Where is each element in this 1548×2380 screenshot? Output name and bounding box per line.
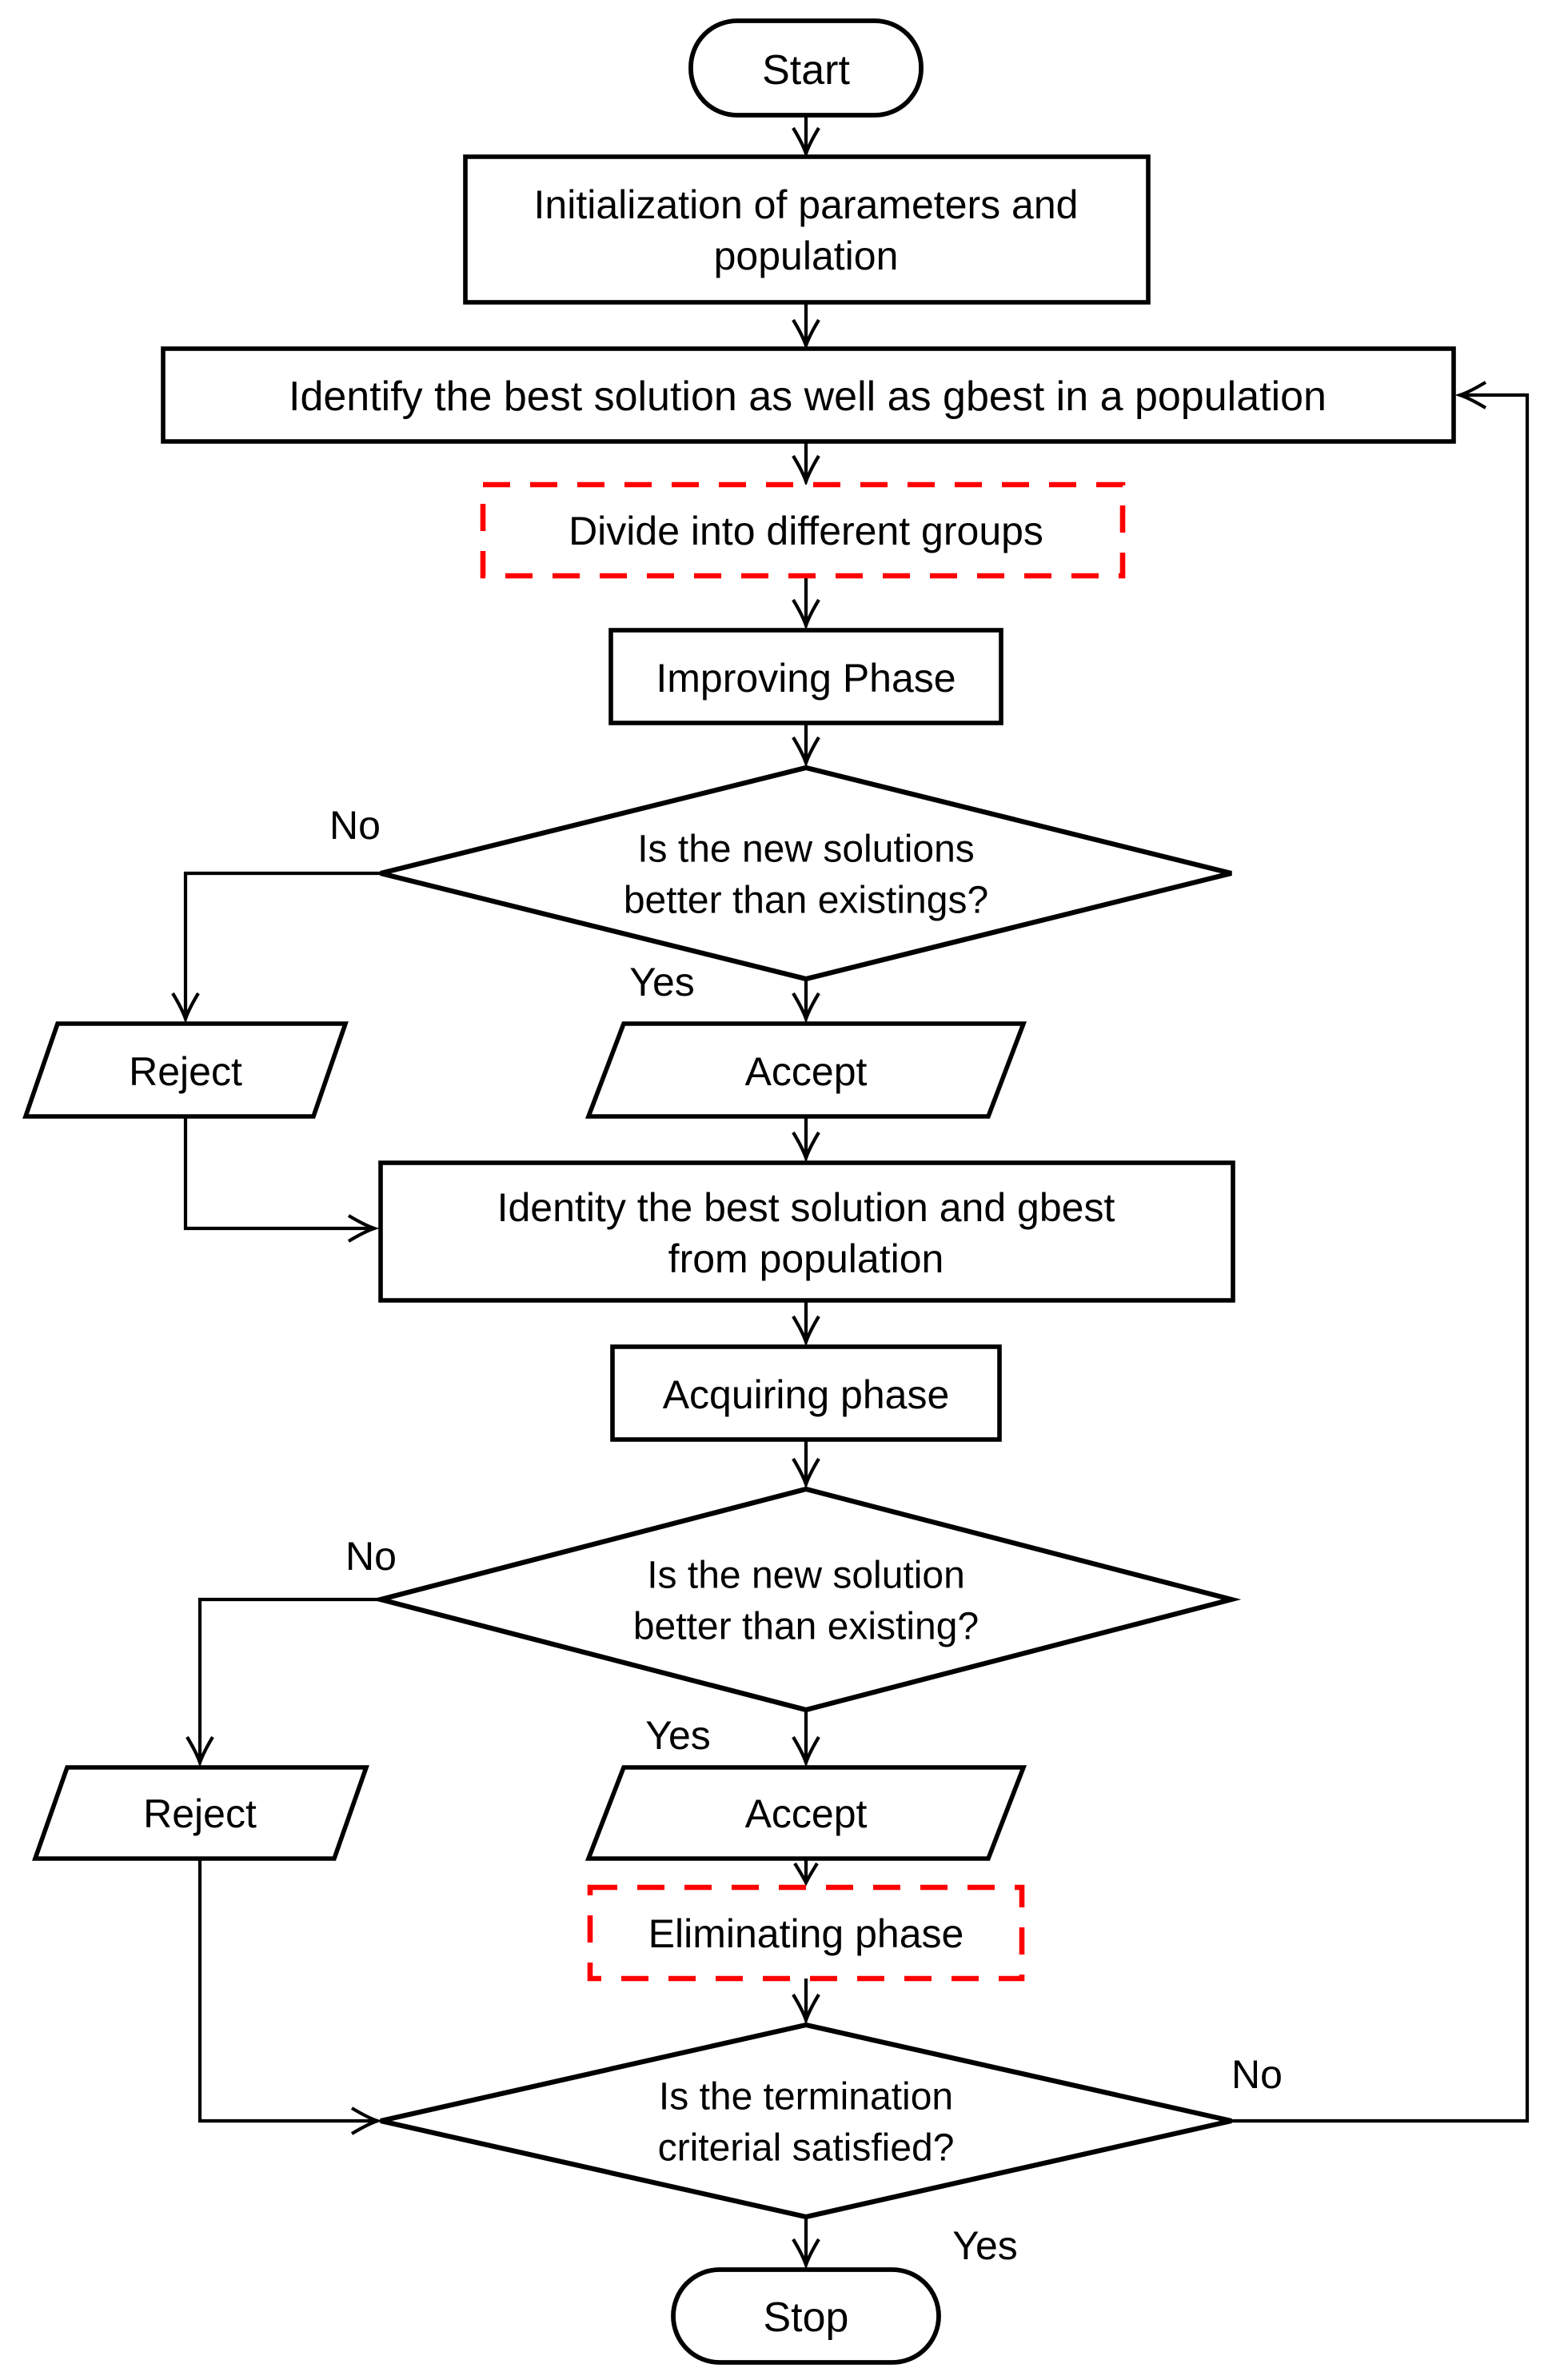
edge-decision2-no-to-reject2 [186,1597,381,1768]
improving-phase-process-shape [608,628,1003,725]
label-improving-no: No [329,803,381,848]
acquiring-phase-label: Acquiring phase [663,1372,950,1417]
initialization-process-shape [463,154,1151,305]
stop-terminator-shape [671,2267,941,2365]
edge-divide-to-improving [792,576,820,631]
reject-acquiring-data-shape [32,1765,369,1861]
identify-best-process-shape [161,346,1456,444]
edge-eliminating-to-decision3 [792,1979,820,2026]
decision-acquiring-diamond-shape [370,1486,1242,1713]
node-reject-improving: Reject [22,1021,349,1119]
accept-acquiring-data-shape [584,1765,1027,1861]
node-accept-acquiring: Accept [584,1765,1027,1861]
accept-acquiring-label: Accept [745,1791,868,1836]
node-acquiring-phase: Acquiring phase [610,1344,1002,1442]
start-terminator-shape [688,18,924,118]
label-termination-no: No [1231,2052,1283,2097]
node-divide-groups: Divide into different groups [480,481,1126,579]
reject-acquiring-label: Reject [143,1791,257,1836]
identity-best-process-shape [378,1160,1235,1303]
node-decision-acquiring: Is the new solution better than existing… [370,1486,1242,1713]
edge-accept2-to-eliminating [793,1859,819,1887]
label-termination-yes: Yes [952,2223,1018,2268]
label-acquiring-no: No [345,1534,397,1579]
edge-decision3-yes-to-stop [792,2217,820,2270]
node-identity-best: Identity the best solution and gbest fro… [378,1160,1235,1303]
edge-start-to-initialization [792,115,820,159]
accept-improving-data-shape [584,1021,1027,1119]
node-eliminating-phase: Eliminating phase [587,1884,1025,1982]
edge-accept1-to-identity [792,1116,820,1164]
acquiring-phase-process-shape [610,1344,1002,1442]
decision-improving-label-line1: Is the new solutions [637,829,975,871]
identify-best-label: Identify the best solution as well as gb… [289,373,1327,420]
divide-groups-highlighted-shape [480,481,1126,579]
reject-improving-label: Reject [129,1049,242,1094]
identity-best-label-line1: Identity the best solution and gbest [497,1185,1115,1230]
decision-acquiring-label-line1: Is the new solution [647,1555,965,1597]
start-label: Start [762,47,850,94]
accept-improving-label: Accept [745,1049,868,1094]
reject-improving-data-shape [22,1021,349,1119]
decision-termination-label-line2: criterial satisfied? [658,2127,955,2170]
initialization-label-line1: Initialization of parameters and [534,182,1079,227]
label-improving-yes: Yes [629,960,695,1004]
node-identify-best: Identify the best solution as well as gb… [161,346,1456,444]
edge-improving-to-decision1 [792,723,820,769]
edge-initialization-to-identify [792,302,820,351]
stop-label: Stop [764,2294,849,2341]
edge-decision3-no-loop-to-identify [1231,381,1530,2123]
eliminating-phase-highlighted-shape [587,1884,1025,1982]
edge-reject1-to-identity [183,1116,380,1243]
node-decision-termination: Is the termination criterial satisfied? [380,2022,1232,2220]
improving-phase-label: Improving Phase [656,656,956,701]
edge-identity-to-acquiring [792,1300,820,1348]
initialization-label-line2: population [714,234,899,278]
decision-improving-diamond-shape [380,765,1232,982]
decision-acquiring-label-line2: better than existing? [633,1606,979,1648]
identity-best-label-line2: from population [668,1236,944,1281]
edge-identify-to-divide [792,441,820,487]
decision-improving-label-line2: better than existings? [624,880,988,922]
node-start: Start [688,18,924,118]
node-stop: Stop [671,2267,941,2365]
node-improving-phase: Improving Phase [608,628,1003,725]
edge-decision1-yes-to-accept1 [792,979,820,1024]
node-reject-acquiring: Reject [32,1765,369,1861]
label-acquiring-yes: Yes [645,1713,711,1758]
edge-acquiring-to-decision2 [792,1440,820,1490]
eliminating-phase-label: Eliminating phase [648,1911,964,1956]
node-accept-improving: Accept [584,1021,1027,1119]
decision-termination-label-line1: Is the termination [659,2076,953,2118]
edge-decision1-no-to-reject1 [171,871,381,1024]
decision-termination-diamond-shape [380,2022,1232,2220]
divide-groups-label: Divide into different groups [569,509,1043,553]
node-decision-improving: Is the new solutions better than existin… [380,765,1232,982]
edge-decision2-yes-to-accept2 [792,1710,820,1768]
node-initialization: Initialization of parameters and populat… [463,154,1151,305]
edge-reject2-to-decision3 [197,1859,383,2135]
